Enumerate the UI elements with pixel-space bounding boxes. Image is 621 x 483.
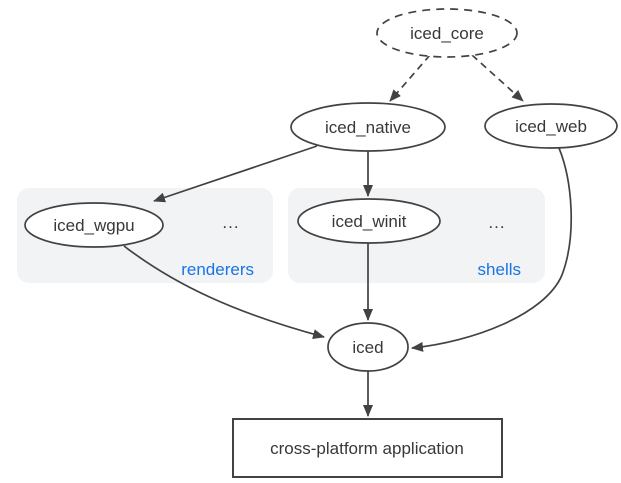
edge-iced-web-to-iced [411,147,573,352]
node-iced-wgpu-label: iced_wgpu [53,216,134,235]
node-iced-native [290,102,446,152]
node-iced [327,322,409,372]
node-iced-core-label: iced_core [410,24,484,43]
group-shells-ellipsis: ... [488,213,505,232]
edge-iced-core-to-iced-native [389,54,431,102]
node-iced-core [376,8,518,58]
edge-iced-wgpu-to-iced [123,245,325,339]
edge-iced-native-to-iced-wgpu [153,145,318,203]
node-application-label: cross-platform application [270,439,464,458]
node-iced-winit-label: iced_winit [332,212,407,231]
edge-iced-core-to-iced-web [471,54,524,102]
group-shells-label: shells [478,260,521,279]
node-iced-web-label: iced_web [515,117,587,136]
node-iced-winit [297,198,441,244]
node-iced-label: iced [352,338,383,357]
node-iced-wgpu [24,202,164,248]
node-iced-native-label: iced_native [325,118,411,137]
group-renderers-ellipsis: ... [222,213,239,232]
node-iced-web [484,103,618,149]
node-application [232,418,503,478]
group-renderers-label: renderers [181,260,254,279]
